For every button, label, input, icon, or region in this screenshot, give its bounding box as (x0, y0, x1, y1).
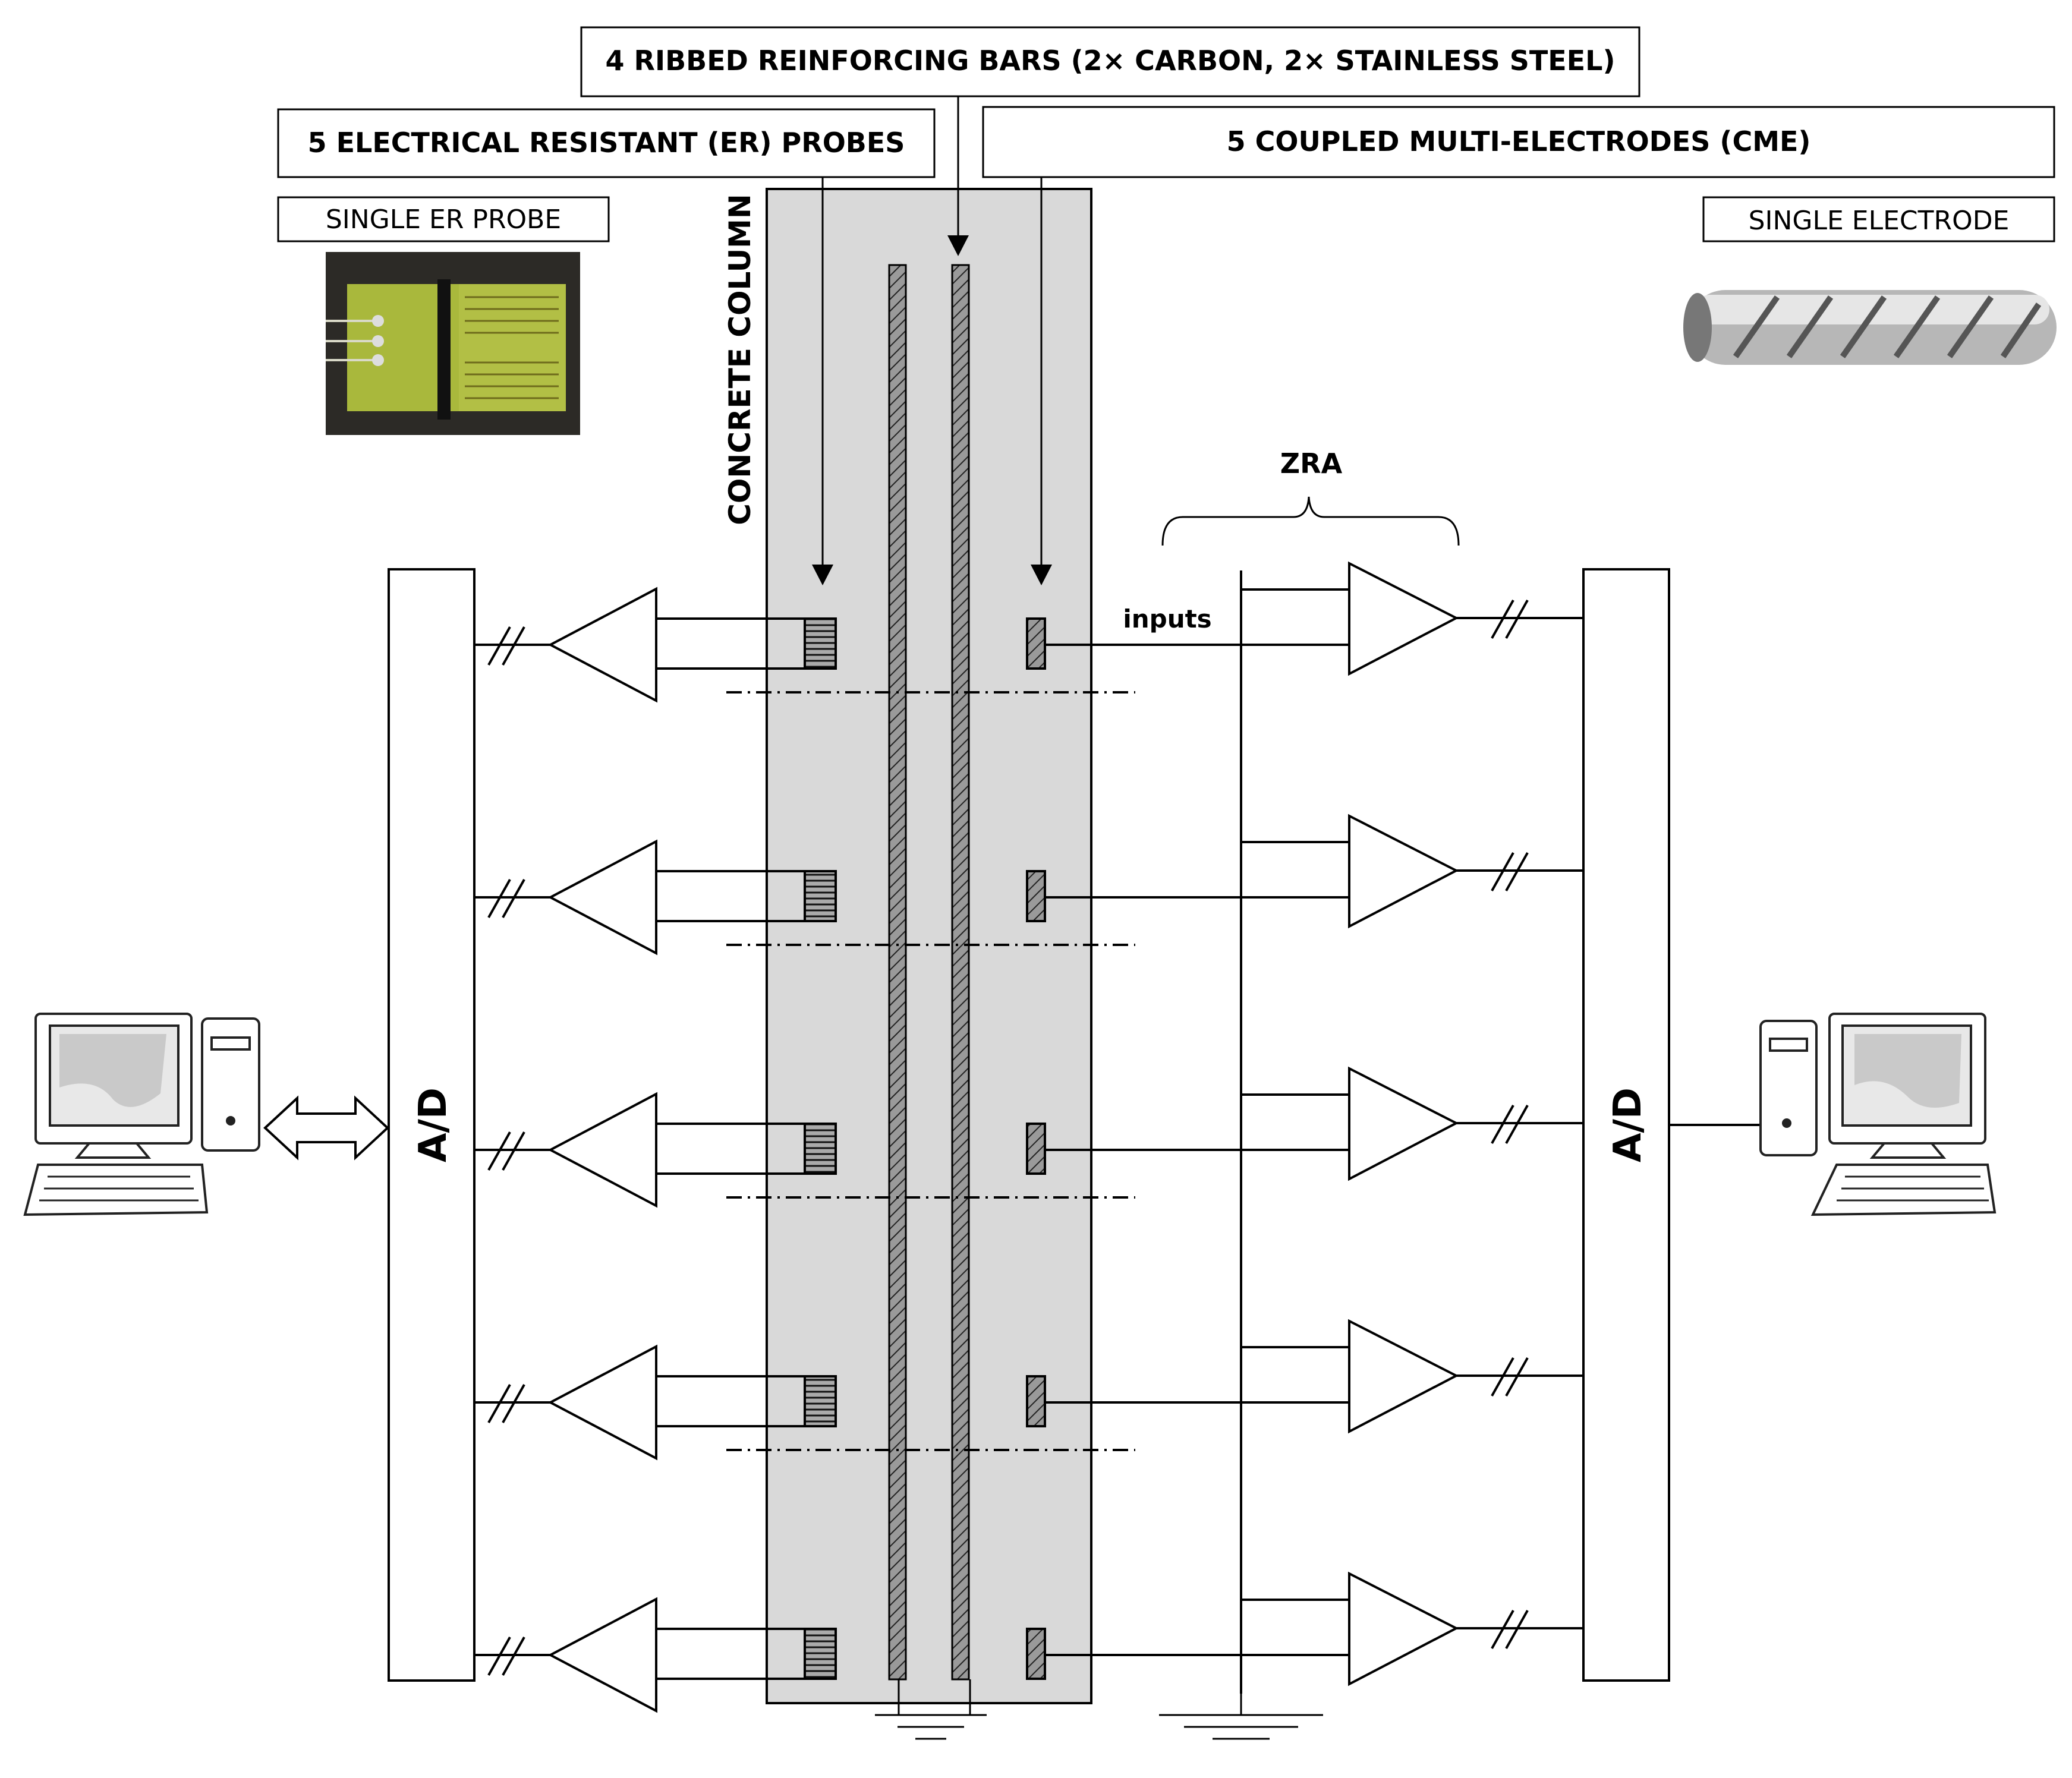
bus-slash (1491, 600, 1514, 639)
cme-electrode (1026, 870, 1046, 922)
cme-electrode (1026, 1375, 1046, 1427)
ad-label-left: A/D (411, 1087, 455, 1162)
er-amplifier (547, 1597, 657, 1713)
ground-icon (1159, 1694, 1323, 1740)
concrete-column (766, 188, 1092, 1704)
single-electrode-label: SINGLE ELECTRODE (1749, 206, 2010, 236)
ad-label-right: A/D (1606, 1087, 1650, 1162)
cme-title: 5 COUPLED MULTI-ELECTRODES (CME) (1227, 125, 1811, 157)
er-amplifier (547, 839, 657, 956)
bus-slash (487, 1637, 511, 1676)
er-probe (804, 1628, 837, 1680)
bus-slash (502, 1637, 525, 1676)
er-amplifier (547, 587, 657, 703)
er-probe (804, 617, 837, 670)
channel-rows (474, 561, 1583, 1713)
electrode-photo (1683, 290, 2057, 365)
zra-amplifier (1348, 561, 1459, 676)
bus-slash (1491, 1357, 1514, 1396)
er-probe (804, 870, 837, 922)
reinforcing-bar (951, 264, 970, 1681)
ad-converter-right (1582, 568, 1670, 1682)
single-er-probe-box (277, 196, 610, 242)
zra-amplifier (1348, 1571, 1459, 1686)
computer-left-icon (23, 1013, 260, 1216)
single-electrode-box (1702, 196, 2055, 242)
er-probe-photo (326, 252, 580, 435)
er-probe (804, 1123, 837, 1175)
bus-slash (1505, 1357, 1529, 1396)
single-er-probe-label: SINGLE ER PROBE (326, 204, 561, 235)
er-title-box (277, 108, 936, 178)
ad-converter-left (388, 568, 476, 1682)
bus-slash (1491, 1610, 1514, 1649)
zra-label: ZRA (1280, 447, 1343, 480)
bus-slash (1505, 852, 1529, 891)
reinforcing-bar (888, 264, 907, 1681)
bus-slash (1505, 1610, 1529, 1649)
bus-slash (502, 1384, 525, 1423)
er-probe (804, 1375, 837, 1427)
bus-slash (1491, 852, 1514, 891)
zra-amplifier (1348, 814, 1459, 929)
er-amplifier (547, 1344, 657, 1461)
bus-slash (487, 626, 511, 666)
cme-title-box (982, 106, 2055, 178)
bus-slash (487, 1384, 511, 1423)
cme-electrode (1026, 617, 1046, 670)
rebars-title: 4 RIBBED REINFORCING BARS (2× CARBON, 2×… (606, 45, 1616, 77)
bus-slash (487, 879, 511, 918)
concrete-column-label: CONCRETE COLUMN (723, 194, 757, 525)
zra-brace (1161, 496, 1460, 546)
zra-amplifier (1348, 1319, 1459, 1434)
ground-icon (875, 1714, 987, 1740)
er-amplifier (547, 1092, 657, 1208)
bus-slash (1505, 1105, 1529, 1144)
bus-slash (1505, 600, 1529, 639)
computer-right-icon (1759, 1013, 1997, 1216)
zra-amplifier (1348, 1066, 1459, 1181)
bidirectional-arrow-icon (263, 1095, 389, 1161)
er-title: 5 ELECTRICAL RESISTANT (ER) PROBES (308, 127, 905, 159)
rebars-title-box (580, 26, 1640, 97)
bus-slash (487, 1131, 511, 1171)
bus-slash (502, 626, 525, 666)
cme-electrode (1026, 1628, 1046, 1680)
cme-electrode (1026, 1123, 1046, 1175)
inputs-label: inputs (1123, 604, 1211, 633)
bus-slash (1491, 1105, 1514, 1144)
bus-slash (502, 879, 525, 918)
bus-slash (502, 1131, 525, 1171)
